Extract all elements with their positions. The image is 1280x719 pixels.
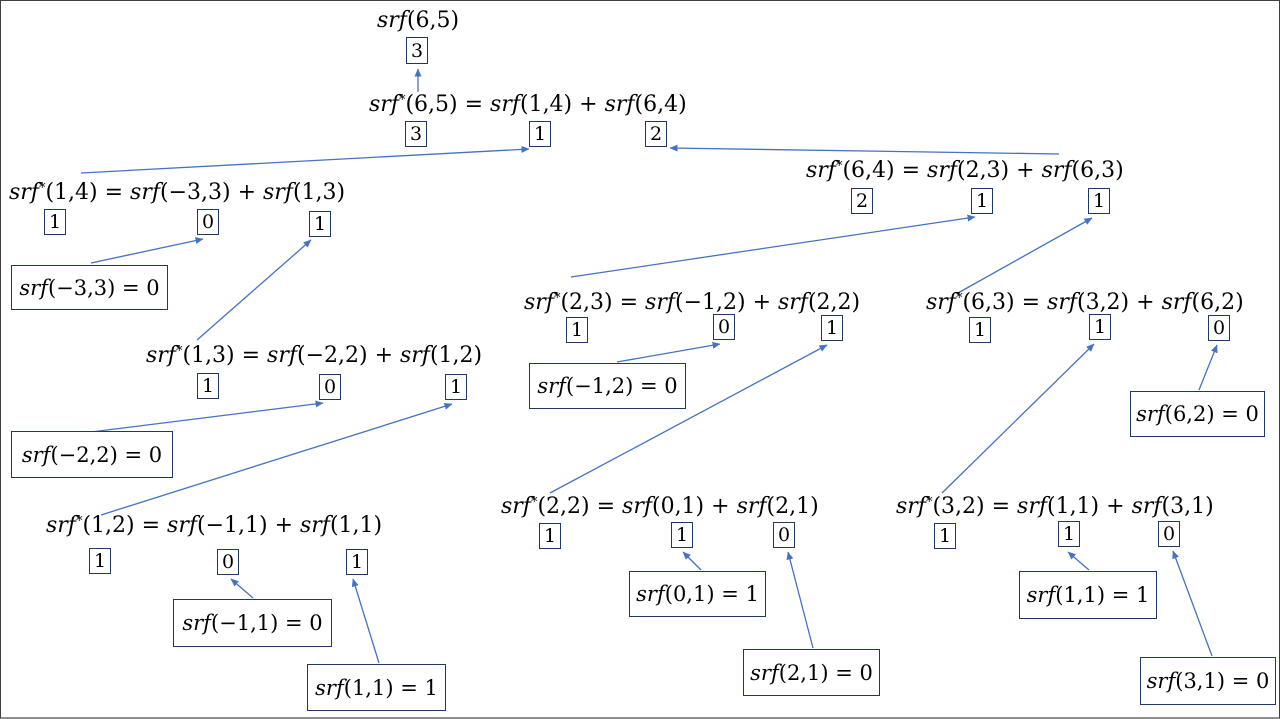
value-box-1-3-term2: 1 bbox=[445, 374, 467, 400]
value-box-3-2-term1: 1 bbox=[1058, 521, 1080, 547]
arrow-leaf-11b-to-eq32 bbox=[1067, 551, 1090, 571]
arrow-leaf-m12-to-eq23 bbox=[616, 341, 721, 363]
arrow-leaf-31-to-eq32 bbox=[1172, 550, 1213, 657]
value-box-1-4-result: 1 bbox=[44, 209, 66, 235]
value-box-2-3-term1: 0 bbox=[713, 314, 735, 340]
arrow-eq14-to-eq65 bbox=[80, 145, 530, 174]
leaf-box-srf-0-1: srf(0,1) = 1 bbox=[629, 571, 766, 617]
equation-srf-6-5: srf*(6,5) = srf(1,4) + srf(6,4) bbox=[369, 92, 687, 117]
equation-srf-1-2: srf*(1,2) = srf(−1,1) + srf(1,1) bbox=[46, 513, 383, 538]
arrow-eq63-to-eq64 bbox=[957, 217, 1093, 294]
leaf-box-srf-6-2: srf(6,2) = 0 bbox=[1130, 391, 1265, 437]
equation-srf-2-3: srf*(2,3) = srf(−1,2) + srf(2,2) bbox=[524, 290, 861, 315]
arrow-eq64-to-eq65 bbox=[669, 144, 1060, 155]
value-box-6-4-result: 2 bbox=[851, 188, 873, 214]
arrow-leaf-m11-to-eq12 bbox=[230, 578, 254, 599]
arrow-leaf-m33-to-eq14 bbox=[90, 237, 204, 264]
value-box-2-3-term2: 1 bbox=[821, 315, 843, 341]
value-box-1-2-result: 1 bbox=[89, 548, 111, 574]
leaf-box-srf-neg1-1: srf(−1,1) = 0 bbox=[173, 599, 332, 647]
value-box-6-5-term1: 1 bbox=[529, 121, 551, 147]
arrow-leaf-01-to-eq22 bbox=[682, 551, 702, 571]
value-box-root: 3 bbox=[406, 37, 428, 64]
equation-srf-1-3: srf*(1,3) = srf(−2,2) + srf(1,2) bbox=[146, 343, 483, 368]
value-box-2-2-term2: 0 bbox=[773, 522, 795, 548]
value-box-6-3-term2: 0 bbox=[1208, 315, 1230, 341]
value-box-6-5-term2: 2 bbox=[645, 121, 667, 147]
value-box-1-2-term1: 0 bbox=[217, 549, 239, 575]
value-box-2-2-term1: 1 bbox=[671, 522, 693, 548]
value-box-3-2-term2: 0 bbox=[1158, 521, 1180, 547]
arrow-leaf-11a-to-eq12 bbox=[351, 578, 380, 664]
arrow-leaf-62-to-eq63 bbox=[1198, 344, 1218, 391]
equation-srf-2-2: srf*(2,2) = srf(0,1) + srf(2,1) bbox=[501, 494, 819, 519]
arrow-leaf-21-to-eq22 bbox=[786, 551, 814, 649]
equation-srf-6-3: srf*(6,3) = srf(3,2) + srf(6,2) bbox=[926, 290, 1244, 315]
leaf-box-srf-3-1: srf(3,1) = 0 bbox=[1140, 657, 1276, 705]
arrow-eq23-to-eq64 bbox=[570, 214, 976, 278]
value-box-3-2-result: 1 bbox=[934, 523, 956, 549]
value-box-6-3-result: 1 bbox=[969, 317, 991, 343]
value-box-1-3-term1: 0 bbox=[319, 374, 341, 400]
leaf-box-srf-neg3-3: srf(−3,3) = 0 bbox=[11, 265, 168, 310]
value-box-6-4-term1: 1 bbox=[971, 188, 993, 214]
equation-srf-3-2: srf*(3,2) = srf(1,1) + srf(3,1) bbox=[896, 494, 1214, 519]
leaf-box-srf-neg1-2: srf(−1,2) = 0 bbox=[529, 363, 686, 409]
arrow-eq13-to-eq14 bbox=[196, 239, 312, 341]
arrow-eq32-to-eq63 bbox=[941, 343, 1095, 494]
value-box-6-4-term2: 1 bbox=[1088, 188, 1110, 214]
equation-srf-1-4: srf*(1,4) = srf(−3,3) + srf(1,3) bbox=[9, 180, 346, 205]
equation-root-srf-6-5: srf(6,5) bbox=[377, 8, 460, 33]
value-box-6-3-term1: 1 bbox=[1089, 314, 1111, 340]
value-box-1-4-term1: 0 bbox=[197, 209, 219, 235]
value-box-1-2-term2: 1 bbox=[346, 549, 368, 575]
leaf-box-srf-2-1: srf(2,1) = 0 bbox=[743, 649, 880, 696]
leaf-box-srf-neg2-2: srf(−2,2) = 0 bbox=[11, 431, 173, 478]
value-box-2-2-result: 1 bbox=[539, 523, 561, 549]
value-box-1-3-result: 1 bbox=[197, 373, 219, 399]
value-box-6-5-result: 3 bbox=[405, 121, 427, 147]
equation-srf-6-4: srf*(6,4) = srf(2,3) + srf(6,3) bbox=[806, 158, 1124, 183]
value-box-2-3-result: 1 bbox=[566, 317, 588, 343]
leaf-box-srf-1-1-left: srf(1,1) = 1 bbox=[307, 664, 446, 711]
leaf-box-srf-1-1-right: srf(1,1) = 1 bbox=[1019, 571, 1157, 619]
arrow-leaf-m22-to-eq13 bbox=[90, 400, 324, 433]
value-box-1-4-term2: 1 bbox=[309, 211, 331, 237]
